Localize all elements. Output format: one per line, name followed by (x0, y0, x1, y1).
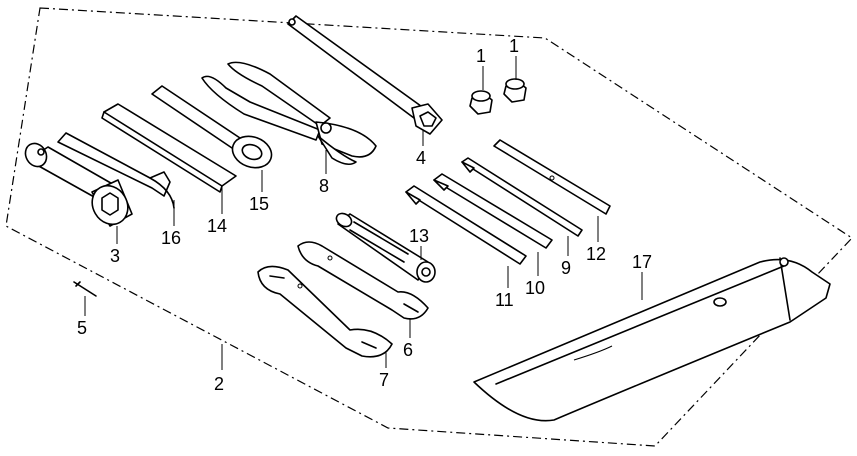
part-14-flat-bar (101, 103, 237, 193)
callout-3: 3 (110, 246, 120, 266)
callout-11: 11 (495, 290, 514, 310)
part-10-screwdriver-blade (433, 173, 553, 249)
callout-1-right: 1 (509, 36, 519, 56)
callout-5: 5 (77, 318, 87, 338)
callout-7: 7 (379, 370, 389, 390)
part-5-pin (73, 281, 97, 297)
part-9-screwdriver-blade (461, 157, 583, 237)
callout-10: 10 (525, 278, 545, 298)
callout-2: 2 (214, 374, 224, 394)
part-7-open-end-wrench (257, 265, 393, 358)
part-16-hook-spanner (57, 132, 175, 209)
part-8-pliers (201, 61, 377, 166)
callout-17: 17 (632, 252, 652, 272)
part-15-ring-spanner (151, 85, 273, 169)
part-1-bolt-right (503, 78, 527, 103)
part-3-box-spanner (24, 142, 133, 227)
part-1-bolt-left (469, 90, 493, 115)
part-12-flat-blade (493, 139, 611, 215)
part-4-socket-bar (287, 15, 443, 135)
leader-lines (84, 56, 643, 370)
callout-6: 6 (403, 340, 413, 360)
part-17-tool-bag (473, 257, 831, 422)
callout-14: 14 (207, 216, 227, 236)
callout-4: 4 (416, 148, 426, 168)
callout-16: 16 (161, 228, 181, 248)
callout-1-left: 1 (476, 46, 486, 66)
part-13-screwdriver-handle (335, 212, 436, 283)
part-11-screwdriver-blade (405, 185, 527, 265)
callout-8: 8 (319, 176, 329, 196)
callout-13: 13 (409, 226, 429, 246)
callout-15: 15 (249, 194, 269, 214)
callout-12: 12 (586, 244, 606, 264)
part-6-open-end-wrench (297, 241, 429, 320)
callout-9: 9 (561, 258, 571, 278)
